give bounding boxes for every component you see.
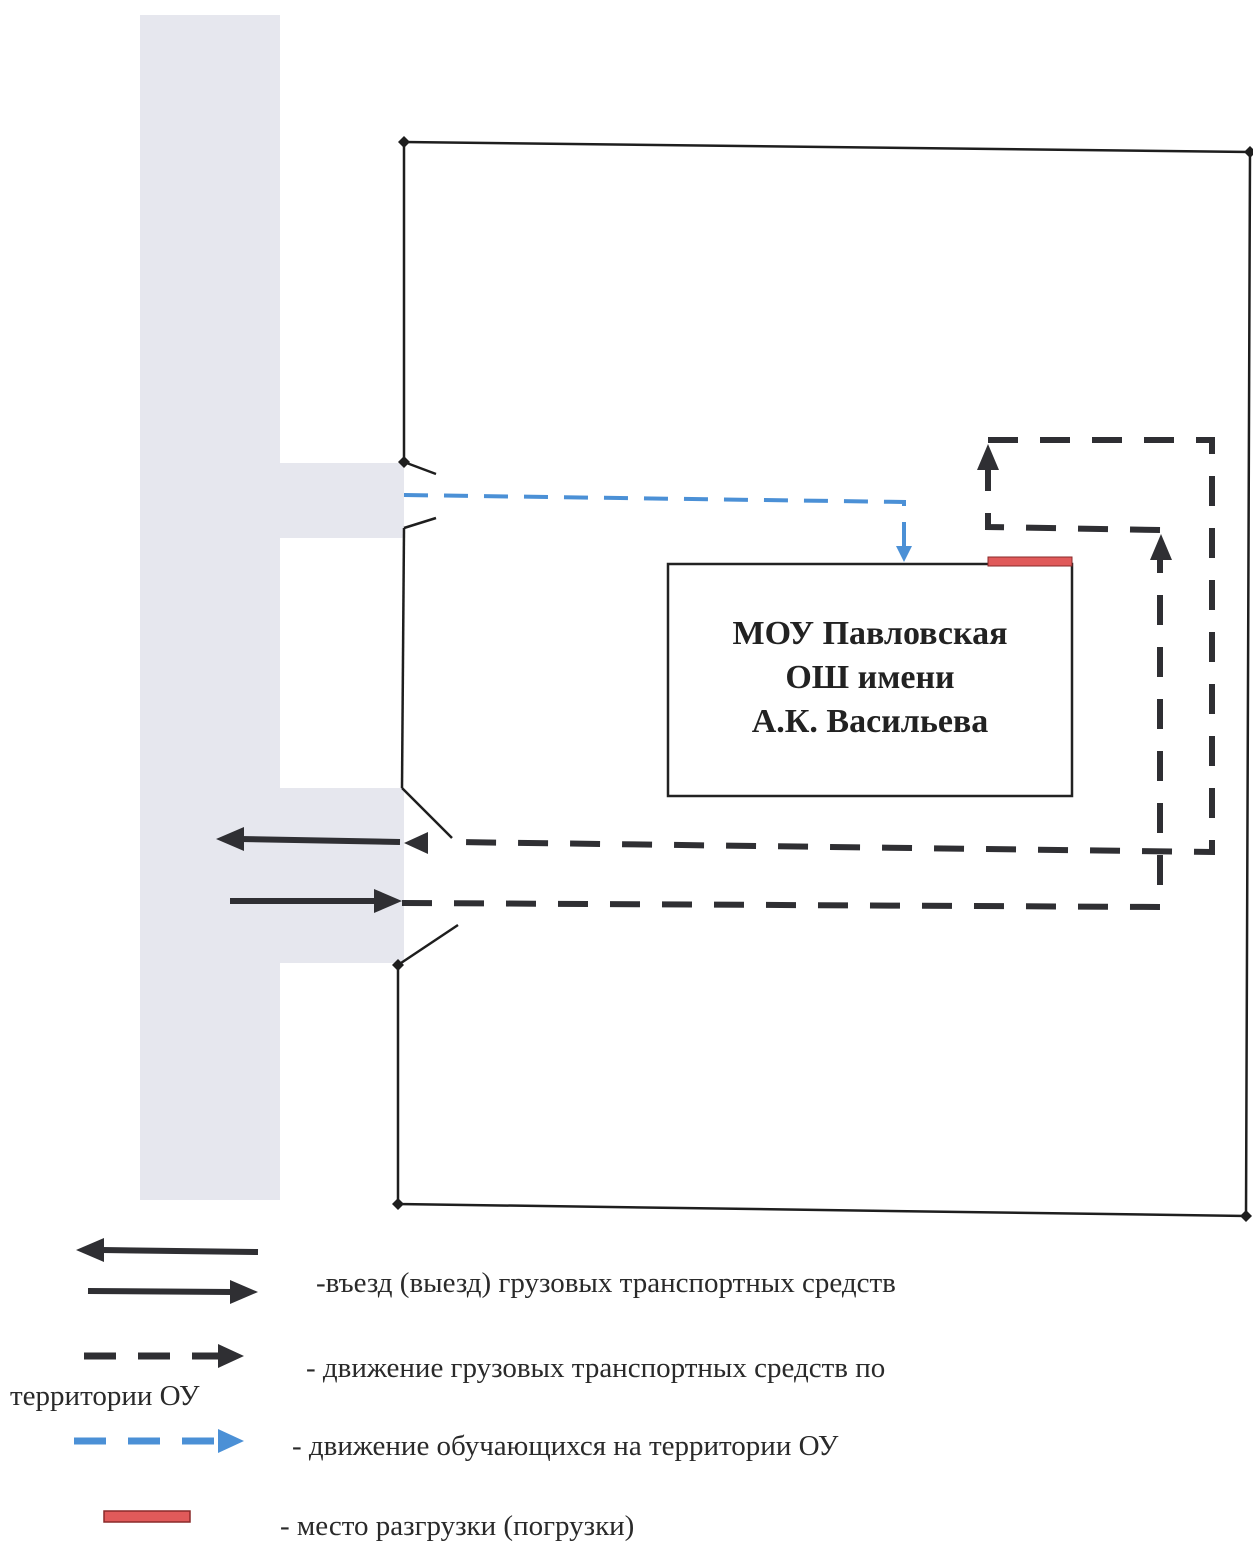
arrowhead-up-left (977, 444, 999, 470)
legend-student-movement-text: - движение обучающихся на территории ОУ (292, 1430, 839, 1462)
building-label-line2: ОШ имени (785, 659, 955, 696)
entry-arrow-head (374, 889, 402, 913)
legend-entry-exit-text: -въезд (выезд) грузовых транспортных сре… (316, 1267, 896, 1299)
building-label-line3: А.К. Васильева (751, 703, 989, 740)
road (140, 15, 404, 1200)
road-main (140, 15, 280, 1200)
road-upper-driveway (280, 463, 404, 538)
legend-student-movement-symbol (74, 1429, 244, 1453)
building-label-line1: МОУ Павловская (732, 615, 1008, 652)
student-route (403, 493, 912, 562)
building-label: МОУ Павловская ОШ имени А.К. Васильева (668, 612, 1072, 744)
legend-unloading-symbol (103, 1510, 191, 1523)
fence-corner-markers (392, 136, 1253, 1222)
legend-entry-exit-symbol (76, 1238, 259, 1304)
truck-route-arrowheads (404, 444, 1172, 854)
exit-arrow-head (216, 827, 244, 851)
legend-truck-movement-text-cont: территории ОУ (10, 1380, 200, 1412)
legend-symbols (74, 1238, 259, 1523)
legend-unloading-text: - место разгрузки (погрузки) (280, 1510, 635, 1542)
legend-truck-movement-symbol (84, 1344, 244, 1368)
legend-truck-movement-text: - движение грузовых транспортных средств… (306, 1352, 886, 1384)
school-building (666, 562, 1074, 798)
unloading-place-marker (987, 556, 1073, 567)
exit-arrow-line (239, 836, 401, 845)
entry-exit-arrows (216, 827, 402, 913)
truck-route (401, 437, 1215, 911)
arrowhead-up-right (1150, 534, 1172, 560)
arrowhead-left-exit (404, 832, 428, 854)
road-lower-driveway (280, 788, 404, 963)
